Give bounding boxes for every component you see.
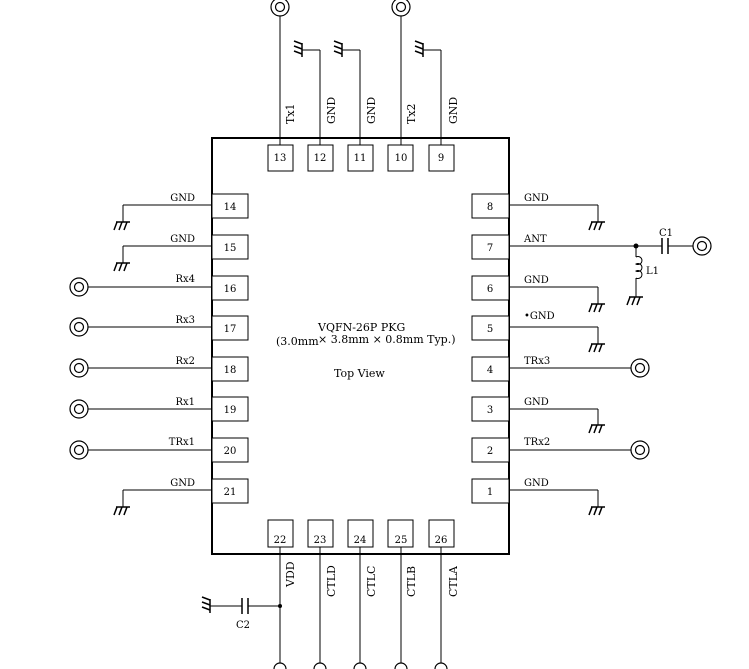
pin-13-label: Tx1 [284, 103, 297, 124]
capacitor-c2: C2 [201, 596, 282, 631]
pin-14: 14 GND [113, 193, 249, 231]
pin-2-label: TRx2 [524, 437, 550, 448]
pin-2-number: 2 [487, 446, 493, 457]
pin-18-label: Rx2 [175, 356, 195, 367]
pin-8-number: 8 [487, 202, 493, 213]
pin-4-number: 4 [487, 365, 493, 376]
pin-21-label: GND [170, 478, 195, 489]
pin-3: 3 GND [471, 396, 606, 434]
package-body [211, 137, 510, 555]
pin-16-label: Rx4 [175, 274, 195, 285]
pin-12-number: 12 [314, 153, 327, 164]
pin-4: 4 TRx3 [471, 356, 650, 382]
pin-22: 22 VDD [267, 519, 297, 669]
pin-21-number: 21 [224, 487, 237, 498]
pin-23-number: 23 [314, 535, 327, 546]
pin-21: 21 GND [113, 478, 249, 516]
pin-5: 5 •GND [471, 311, 606, 353]
pin-8: 8 GND [471, 193, 606, 231]
pin-13-number: 13 [274, 153, 287, 164]
pin-1-number: 1 [487, 487, 493, 498]
capacitor-c1-label: C1 [659, 228, 673, 239]
pin-15-number: 15 [224, 243, 237, 254]
pin-19: 19 Rx1 [69, 396, 249, 422]
pin-22-number: 22 [274, 535, 287, 546]
pin-9: 9 GND [414, 40, 460, 172]
pin-7-number: 7 [487, 243, 493, 254]
pin-17-number: 17 [224, 324, 237, 335]
pin-18: 18 Rx2 [69, 356, 249, 382]
pin-25: 25 CTLB [387, 519, 418, 669]
pin-25-label: CTLB [405, 566, 418, 597]
pin-5-label: •GND [524, 311, 555, 322]
pin-9-number: 9 [438, 153, 444, 164]
pin-19-number: 19 [224, 405, 237, 416]
capacitor-c1: C1 [659, 228, 673, 254]
pin-23-label: CTLD [325, 565, 338, 597]
pin-4-label: TRx3 [524, 356, 550, 367]
view-label: Top View [334, 367, 385, 380]
pin-11-label: GND [365, 97, 378, 124]
pin-17-label: Rx3 [175, 315, 195, 326]
pin-10-label: Tx2 [405, 103, 418, 124]
pin-12: 12 GND [293, 40, 338, 172]
pin-25-number: 25 [395, 535, 408, 546]
pin-1-label: GND [524, 478, 549, 489]
pin-11-number: 11 [354, 153, 367, 164]
pin-3-number: 3 [487, 405, 493, 416]
pin-17: 17 Rx3 [69, 315, 249, 341]
pin-8-label: GND [524, 193, 549, 204]
ant-terminal [692, 236, 712, 256]
pin-18-number: 18 [224, 365, 237, 376]
pin-24: 24 CTLC [347, 519, 378, 669]
pin-26-number: 26 [435, 535, 448, 546]
pin-20: 20 TRx1 [69, 437, 249, 463]
pin-24-number: 24 [354, 535, 367, 546]
pin-3-label: GND [524, 397, 549, 408]
package-name: VQFN-26P PKG [317, 321, 405, 334]
package-dim-left: (3.0mm [276, 335, 319, 348]
pin-6: 6 GND [471, 275, 606, 313]
pin-15: 15 GND [113, 234, 249, 272]
pin-14-label: GND [170, 193, 195, 204]
pin-5-number: 5 [487, 324, 493, 335]
pin-20-number: 20 [224, 446, 237, 457]
pin-2: 2 TRx2 [471, 437, 650, 463]
pin-11: 11 GND [333, 40, 378, 172]
pin-16: 16 Rx4 [69, 274, 249, 301]
pin-6-label: GND [524, 275, 549, 286]
pin-9-label: GND [447, 97, 460, 124]
inductor-l1-label: L1 [646, 266, 659, 277]
pin-10: 10 Tx2 [387, 0, 418, 172]
pin-16-number: 16 [224, 284, 237, 295]
pin-26-label: CTLA [447, 565, 460, 597]
package-dim-right: × 3.8mm × 0.8mm Typ.) [318, 333, 456, 346]
pin-1: 1 GND [471, 478, 606, 516]
pin-13: 13 Tx1 [267, 0, 297, 172]
pin-20-label: TRx1 [169, 437, 195, 448]
pin-12-label: GND [325, 97, 338, 124]
pin-14-number: 14 [224, 202, 237, 213]
pin-19-label: Rx1 [175, 397, 195, 408]
pin-26: 26 CTLA [428, 519, 460, 669]
pin-7: 7 ANT [471, 234, 693, 260]
pin-6-number: 6 [487, 284, 493, 295]
pin-22-label: VDD [284, 561, 297, 588]
pin-24-label: CTLC [365, 566, 378, 597]
pin-23: 23 CTLD [307, 519, 338, 669]
capacitor-c2-label: C2 [236, 620, 250, 631]
pin-10-number: 10 [395, 153, 408, 164]
inductor-l1: L1 [626, 243, 659, 306]
pin-15-label: GND [170, 234, 195, 245]
pin-7-label: ANT [523, 234, 547, 245]
